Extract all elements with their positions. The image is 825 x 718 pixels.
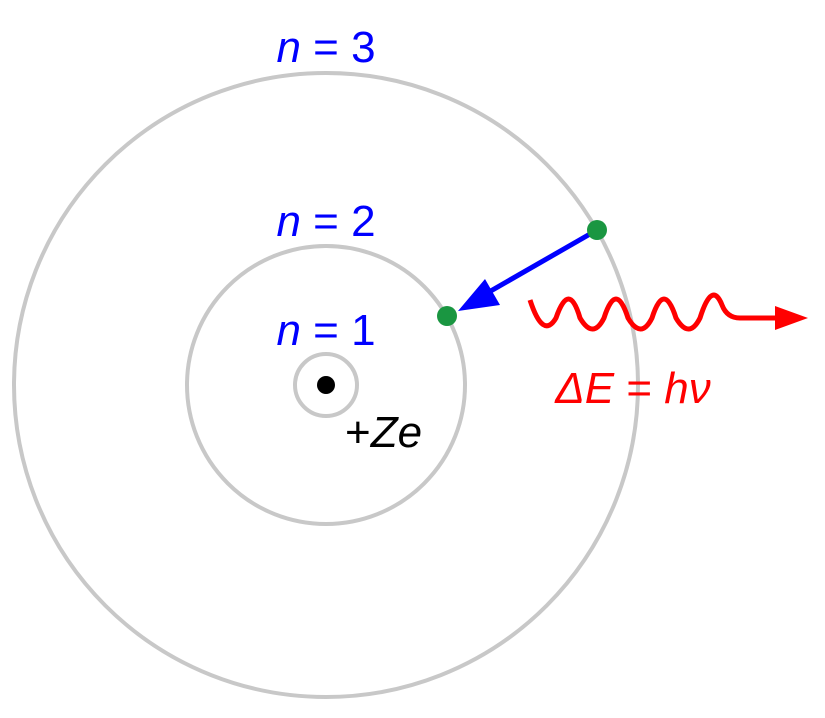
transition-arrow	[458, 227, 599, 311]
orbit-label-eq: = 1	[301, 306, 376, 355]
orbit-label-n2: n = 2	[276, 197, 375, 246]
nucleus-charge-label: +Ze	[345, 408, 422, 457]
orbit-label-n3: n = 3	[276, 23, 375, 72]
nucleus	[317, 376, 335, 394]
orbit-n1	[293, 352, 359, 418]
photon-energy-label: ΔE = hν	[554, 364, 711, 413]
photon-wave	[527, 292, 808, 332]
electron-initial	[587, 220, 607, 240]
orbit-label-eq: = 2	[301, 197, 376, 246]
orbit-label-n1: n = 1	[276, 306, 375, 355]
nucleus-charge: Ze	[370, 408, 422, 457]
photon-nu: ν	[689, 364, 711, 413]
orbit-label-var: n	[276, 306, 300, 355]
orbit-n2	[185, 244, 467, 526]
orbit-label-var: n	[276, 197, 300, 246]
photon-delta-e: ΔE	[554, 364, 615, 413]
photon-equals: =	[614, 364, 664, 413]
orbit-label-var: n	[276, 23, 300, 72]
orbit-label-eq: = 3	[301, 23, 376, 72]
electron-final	[437, 306, 457, 326]
photon-h: h	[664, 364, 688, 413]
orbit-n3	[12, 71, 640, 699]
nucleus-sign: +	[345, 408, 371, 457]
